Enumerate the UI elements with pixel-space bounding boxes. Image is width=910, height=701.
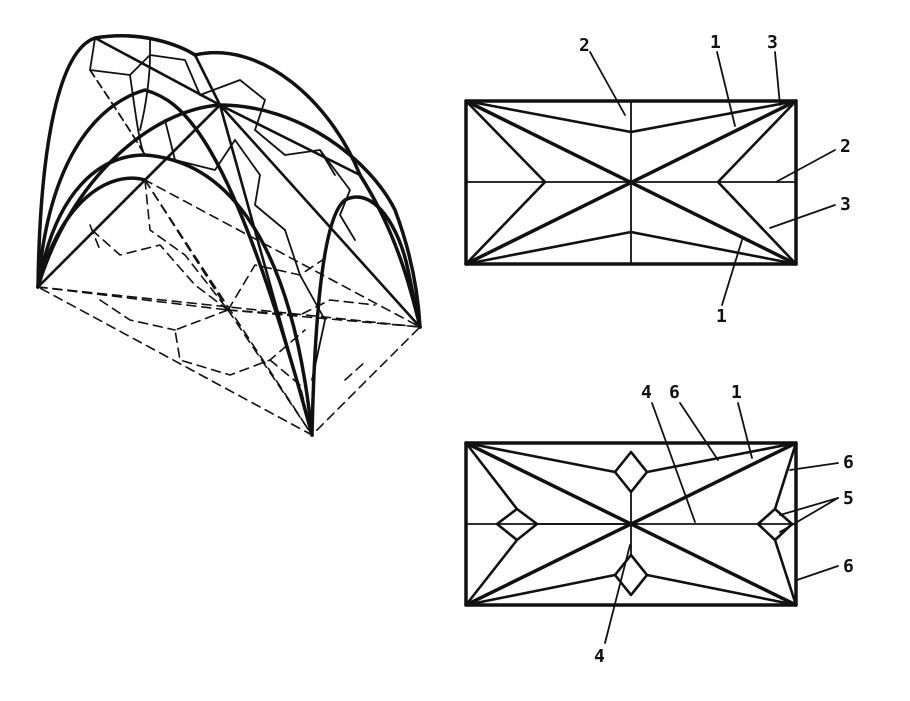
vault-ribs <box>36 33 422 437</box>
bottom-label-4-upper: 4 <box>641 382 652 403</box>
vault-front-arch <box>36 88 314 437</box>
bottom-label-4-lower: 4 <box>594 646 605 667</box>
bottom-plan-leaders <box>604 402 839 644</box>
vault-lierne-panels <box>89 37 356 381</box>
bottom-label-6-right-upper: 6 <box>843 452 854 473</box>
top-label-3-upper: 3 <box>767 32 778 53</box>
bottom-label-6-right-lower: 6 <box>843 556 854 577</box>
top-label-1-lower: 1 <box>716 306 727 327</box>
top-plan-leaders <box>589 51 836 306</box>
bottom-plan-tiercerons <box>464 441 798 607</box>
top-label-1-upper: 1 <box>710 32 721 53</box>
top-label-2-right: 2 <box>840 136 851 157</box>
bottom-plan-drawing: 4 6 1 6 5 6 4 <box>464 382 854 667</box>
top-plan-drawing: 2 1 3 2 3 1 <box>464 32 851 327</box>
bottom-label-6-upper: 6 <box>669 382 680 403</box>
vault-floor-dashed-lines <box>37 179 421 436</box>
top-label-3-right: 3 <box>840 194 851 215</box>
bottom-label-1-upper: 1 <box>731 382 742 403</box>
top-label-2-upper: 2 <box>579 35 590 56</box>
isometric-vault-drawing <box>36 33 422 437</box>
top-plan-tiercerons <box>464 99 798 266</box>
bottom-label-5-right: 5 <box>843 488 854 509</box>
top-plan-diagonal-ribs <box>464 99 798 266</box>
